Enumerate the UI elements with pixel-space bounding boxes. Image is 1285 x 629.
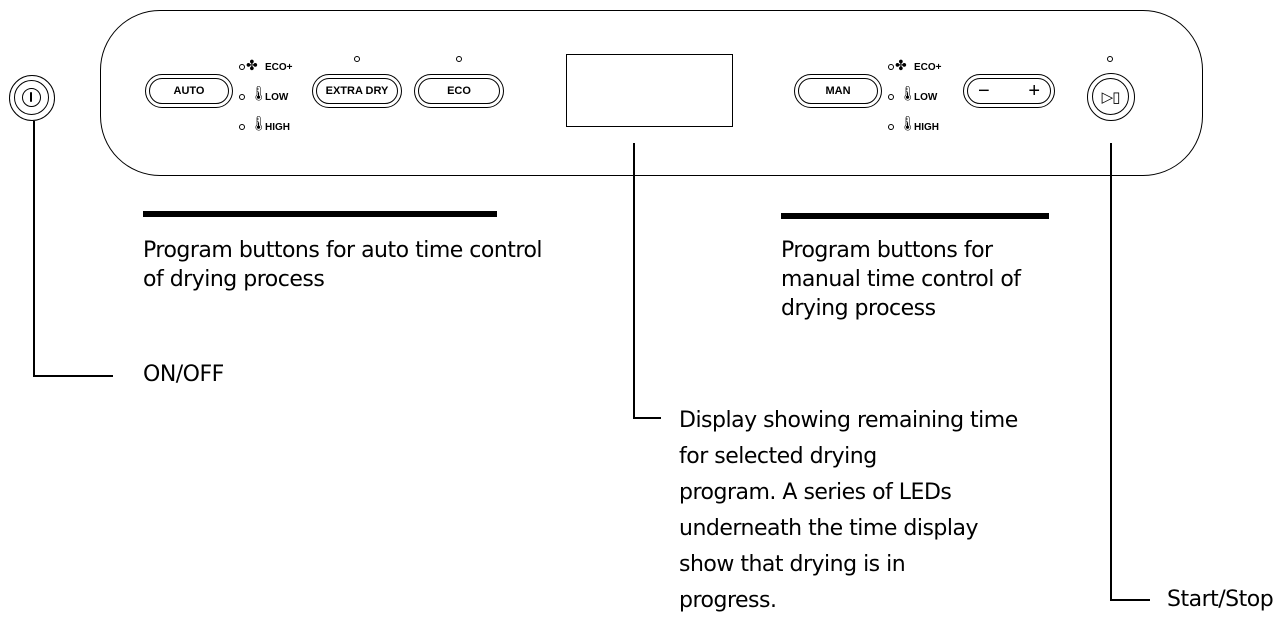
thermometer-icon: 🌡 xyxy=(250,86,268,102)
power-icon xyxy=(22,88,41,107)
extra-dry-led xyxy=(354,56,360,62)
eco-plus-led-left xyxy=(239,64,245,70)
display-label-line3: program. A series of LEDs xyxy=(679,480,952,505)
auto-button[interactable]: AUTO xyxy=(145,74,233,108)
man-button[interactable]: MAN xyxy=(794,74,882,108)
low-led-right xyxy=(888,94,894,100)
on-off-button-ring xyxy=(14,80,49,115)
eco-plus-led-right xyxy=(888,64,894,70)
plus-button[interactable]: + xyxy=(1028,79,1040,102)
low-led-left xyxy=(239,94,245,100)
indicator-high-left: HIGH xyxy=(265,122,290,133)
manual-program-label-line3: drying process xyxy=(781,296,936,321)
display-label-line6: progress. xyxy=(679,588,777,613)
auto-program-label-line1: Program buttons for auto time control xyxy=(143,238,543,263)
display-label-line2: for selected drying xyxy=(679,444,877,469)
eco-led xyxy=(456,56,462,62)
manual-program-bar xyxy=(781,213,1049,219)
minus-button[interactable]: − xyxy=(978,79,990,102)
indicator-low-left: LOW xyxy=(265,92,289,103)
auto-button-label: AUTO xyxy=(149,78,229,104)
high-led-right xyxy=(888,124,894,130)
display-leader-horizontal xyxy=(633,417,661,419)
start-stop-button[interactable]: ▷▯ xyxy=(1087,73,1135,121)
auto-program-label: Program buttons for auto time control of… xyxy=(143,236,543,294)
on-off-leader-vertical xyxy=(33,121,35,376)
indicator-low-right: LOW xyxy=(914,92,938,103)
thermometer-icon: 🌡 xyxy=(250,116,268,132)
on-off-label: ON/OFF xyxy=(143,362,224,387)
display-leader-vertical xyxy=(633,143,635,418)
thermometer-icon: 🌡 xyxy=(899,86,917,102)
high-led-left xyxy=(239,124,245,130)
power-icon-bar xyxy=(30,92,32,102)
start-stop-led xyxy=(1107,56,1113,62)
thermometer-icon: 🌡 xyxy=(899,116,917,132)
man-button-label: MAN xyxy=(798,78,878,104)
time-adjust-button[interactable]: − + xyxy=(963,74,1055,108)
start-stop-leader-vertical xyxy=(1110,143,1112,600)
eco-button-label: ECO xyxy=(418,78,500,104)
fan-icon: ✤ xyxy=(895,58,907,74)
time-adjust-inner: − + xyxy=(967,78,1051,104)
fan-icon: ✤ xyxy=(246,58,258,74)
display-label-line5: show that drying is in xyxy=(679,552,906,577)
play-stop-icon: ▷▯ xyxy=(1101,87,1121,106)
eco-button[interactable]: ECO xyxy=(414,74,504,108)
manual-program-label-line1: Program buttons for xyxy=(781,238,993,263)
display-label-line1: Display showing remaining time xyxy=(679,408,1018,433)
manual-program-label-line2: manual time control of xyxy=(781,267,1021,292)
indicator-eco-plus-left: ECO+ xyxy=(265,62,293,73)
manual-program-label: Program buttons for manual time control … xyxy=(781,236,1021,323)
indicator-eco-plus-right: ECO+ xyxy=(914,62,942,73)
display-label-line4: underneath the time display xyxy=(679,516,978,541)
extra-dry-button[interactable]: EXTRA DRY xyxy=(312,74,402,108)
indicator-high-right: HIGH xyxy=(914,122,939,133)
extra-dry-button-label: EXTRA DRY xyxy=(316,78,398,104)
start-stop-label: Start/Stop xyxy=(1167,587,1274,612)
on-off-leader-horizontal xyxy=(33,375,113,377)
start-stop-leader-horizontal xyxy=(1110,599,1150,601)
auto-program-label-line2: of drying process xyxy=(143,267,325,292)
start-stop-button-ring: ▷▯ xyxy=(1092,78,1129,115)
display-label: Display showing remaining time for selec… xyxy=(679,403,1018,619)
on-off-button[interactable] xyxy=(9,75,55,121)
auto-program-bar xyxy=(143,211,497,217)
time-display xyxy=(566,54,733,127)
